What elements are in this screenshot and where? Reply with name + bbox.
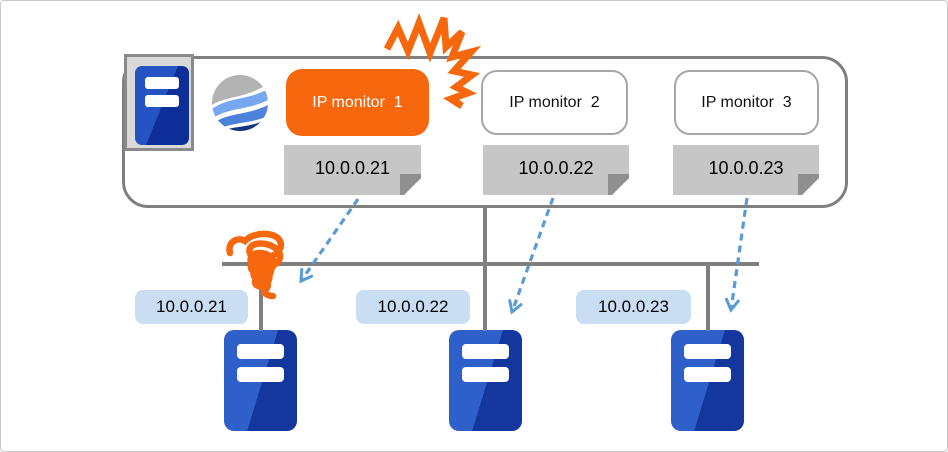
monitor-3-ip: 10.0.0.23 [708,157,784,178]
server-1-icon [224,330,297,431]
monitor-1-label: IP monitor 1 [312,93,403,111]
server-3-ip-label: 10.0.0.23 [576,290,691,324]
server-slot-bar [462,344,509,359]
monitor-3-ip-note: 10.0.0.23 [673,145,819,195]
server-2-icon [449,330,522,431]
server-slot-bar [145,77,179,89]
gateway-frame [124,54,194,151]
server-3-ip: 10.0.0.23 [598,297,669,316]
monitor-1-ip: 10.0.0.21 [314,157,391,178]
coil-scribble-icon [226,230,285,300]
server-3-icon [671,330,744,431]
server-slot-bar [462,367,509,382]
server-slot-bar [684,367,731,382]
server-slot-bar [145,95,179,107]
server-slot-bar [684,344,731,359]
monitor-3-box: IP monitor 3 [674,70,819,135]
monitor-3-label: IP monitor 3 [701,93,792,111]
globe-waves-icon [212,75,268,131]
server-slot-bar [237,367,284,382]
server-2-ip-label: 10.0.0.22 [356,290,470,324]
dashed-arrow-icon [299,198,360,284]
server-1-ip-label: 10.0.0.21 [135,290,248,324]
monitor-1-ip-note: 10.0.0.21 [284,145,421,195]
server-1-ip: 10.0.0.21 [156,297,227,316]
gateway-server-icon [135,66,189,145]
monitor-1-box: IP monitor 1 [286,69,429,136]
server-2-ip: 10.0.0.22 [377,297,449,316]
monitor-2-ip: 10.0.0.22 [518,157,594,178]
monitor-2-ip-note: 10.0.0.22 [483,145,629,195]
dashed-arrow-icon [724,197,749,313]
monitor-2-box: IP monitor 2 [481,70,628,135]
monitor-2-label: IP monitor 2 [509,93,600,111]
dashed-arrow-icon [508,197,555,315]
server-slot-bar [237,344,284,359]
